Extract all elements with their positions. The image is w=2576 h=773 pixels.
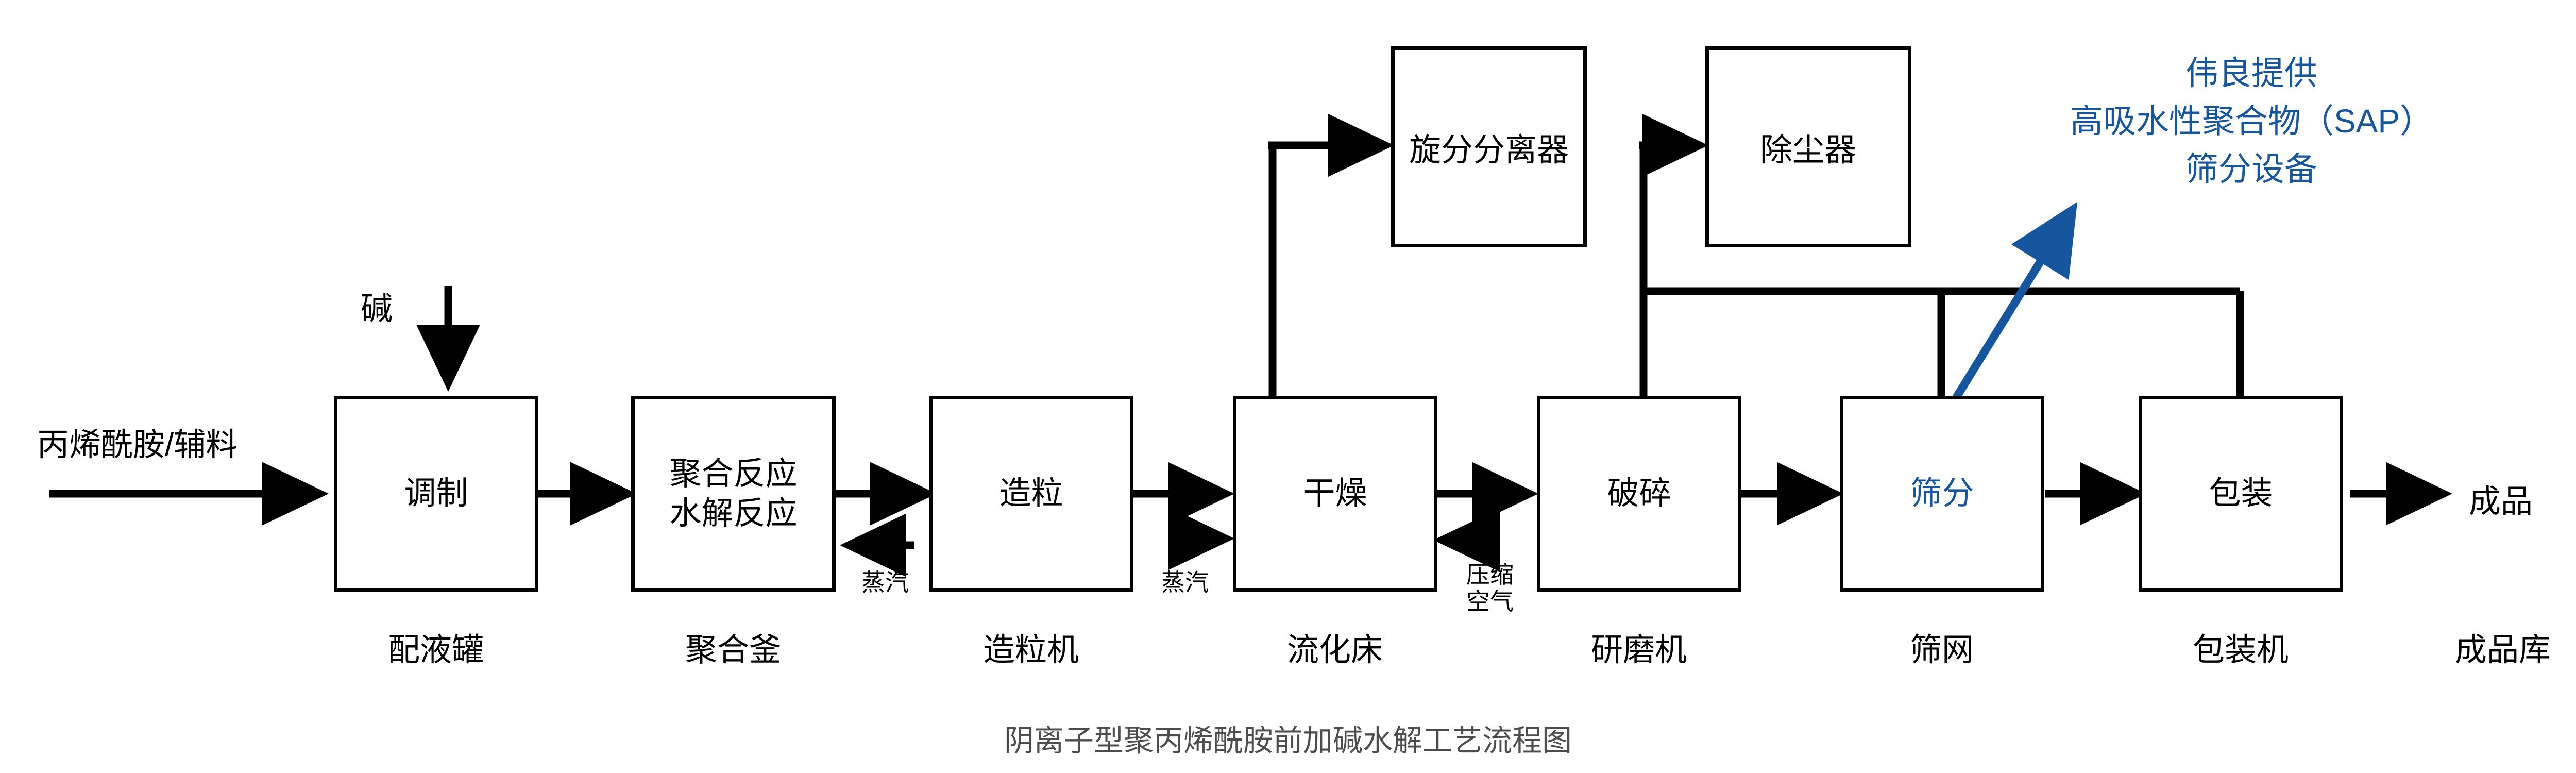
- process-label-polymer-1: 聚合反应: [669, 456, 798, 492]
- diagram-caption: 阴离子型聚丙烯酰胺前加碱水解工艺流程图: [1004, 724, 1572, 758]
- equipment-label-screen: 筛网: [1909, 632, 1974, 668]
- equipment-label-polymer: 聚合釜: [685, 632, 782, 668]
- stream-label-feed-in: 丙烯酰胺/辅料: [37, 427, 238, 463]
- equipment-label-crush: 研磨机: [1590, 632, 1687, 668]
- equipment-label-warehouse: 成品库: [2454, 632, 2551, 668]
- callout-annotation: 伟良提供 高吸水性聚合物（SAP） 筛分设备: [2070, 49, 2433, 193]
- aux-label-cyclone: 旋分分离器: [1409, 132, 1569, 168]
- process-box-polymer[interactable]: 聚合反应 水解反应: [631, 396, 836, 592]
- equipment-label-granulate: 造粒机: [982, 632, 1079, 668]
- callout-arrow: [1935, 201, 2078, 429]
- stream-label-steam-polymer: 蒸汽: [861, 569, 909, 596]
- process-label-granulate: 造粒: [999, 476, 1063, 512]
- stream-label-product: 成品: [2469, 484, 2533, 519]
- stream-label-alkali: 碱: [361, 291, 393, 327]
- process-label-screen: 筛分: [1910, 476, 1974, 512]
- process-box-dry[interactable]: 干燥: [1233, 396, 1437, 592]
- process-label-crush: 破碎: [1607, 476, 1671, 512]
- process-box-screen[interactable]: 筛分: [1840, 396, 2044, 592]
- process-box-crush[interactable]: 破碎: [1537, 396, 1741, 592]
- equipment-label-prep: 配液罐: [387, 632, 484, 668]
- process-label-package: 包装: [2209, 476, 2273, 512]
- equipment-label-dry: 流化床: [1286, 632, 1383, 668]
- stream-label-compressed-air: 压缩 空气: [1466, 561, 1514, 615]
- process-label-prep: 调制: [404, 476, 468, 512]
- process-label-polymer-2: 水解反应: [669, 496, 798, 531]
- aux-box-cyclone[interactable]: 旋分分离器: [1391, 46, 1587, 247]
- aux-box-dust-collector[interactable]: 除尘器: [1705, 46, 1911, 247]
- process-label-dry: 干燥: [1303, 476, 1367, 512]
- air-label-line-1: 压缩: [1466, 561, 1514, 588]
- air-label-line-2: 空气: [1466, 587, 1514, 615]
- callout-line-3: 筛分设备: [2185, 150, 2317, 188]
- process-box-granulate[interactable]: 造粒: [929, 396, 1133, 592]
- stream-label-steam-dry: 蒸汽: [1161, 569, 1209, 596]
- callout-line-1: 伟良提供: [2185, 55, 2317, 92]
- process-box-package[interactable]: 包装: [2139, 396, 2343, 592]
- process-box-prep[interactable]: 调制: [334, 396, 538, 592]
- callout-line-2: 高吸水性聚合物（SAP）: [2070, 102, 2433, 140]
- equipment-label-package: 包装机: [2192, 632, 2289, 668]
- aux-label-dust-collector: 除尘器: [1760, 132, 1856, 168]
